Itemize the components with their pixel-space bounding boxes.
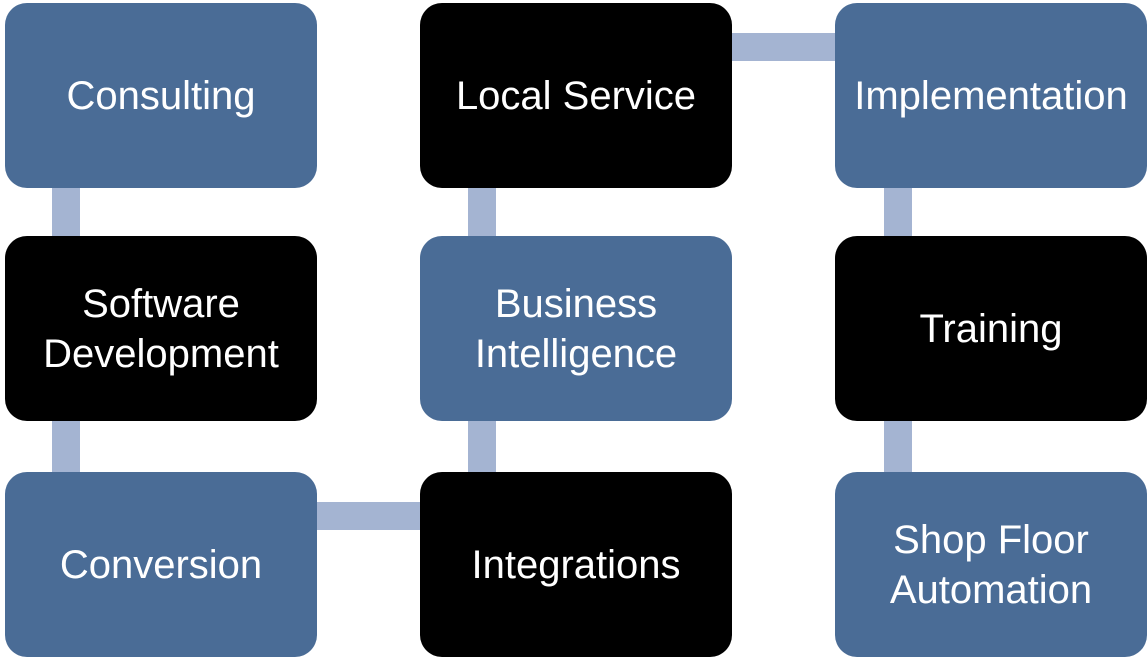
- node-shop-floor-automation: Shop Floor Automation: [835, 472, 1147, 657]
- node-label-software-development: Software Development: [43, 281, 279, 376]
- connector-implementation-training: [884, 184, 912, 240]
- node-consulting: Consulting: [5, 3, 317, 188]
- connector-consulting-softwaredevelopment: [52, 184, 80, 240]
- node-conversion: Conversion: [5, 472, 317, 657]
- node-local-service: Local Service: [420, 3, 732, 188]
- connector-localservice-businessintelligence: [468, 184, 496, 240]
- node-label-conversion: Conversion: [59, 542, 263, 587]
- node-label-shop-floor-automation: Shop Floor Automation: [889, 517, 1093, 612]
- connector-softwaredevelopment-conversion: [52, 419, 80, 475]
- connector-conversion-integrations: [312, 502, 426, 530]
- node-business-intelligence: Business Intelligence: [420, 236, 732, 421]
- node-label-implementation: Implementation: [854, 73, 1128, 118]
- connector-localservice-implementation: [727, 33, 841, 61]
- node-implementation: Implementation: [835, 3, 1147, 188]
- connector-businessintelligence-integrations: [468, 419, 496, 475]
- node-software-development: Software Development: [5, 236, 317, 421]
- node-label-business-intelligence: Business Intelligence: [474, 281, 678, 376]
- node-label-integrations: Integrations: [471, 542, 681, 587]
- node-label-local-service: Local Service: [455, 73, 697, 118]
- node-label-consulting: Consulting: [66, 73, 256, 118]
- node-training: Training: [835, 236, 1147, 421]
- connector-training-shopfloorautomation: [884, 419, 912, 475]
- node-integrations: Integrations: [420, 472, 732, 657]
- node-label-training: Training: [919, 306, 1063, 351]
